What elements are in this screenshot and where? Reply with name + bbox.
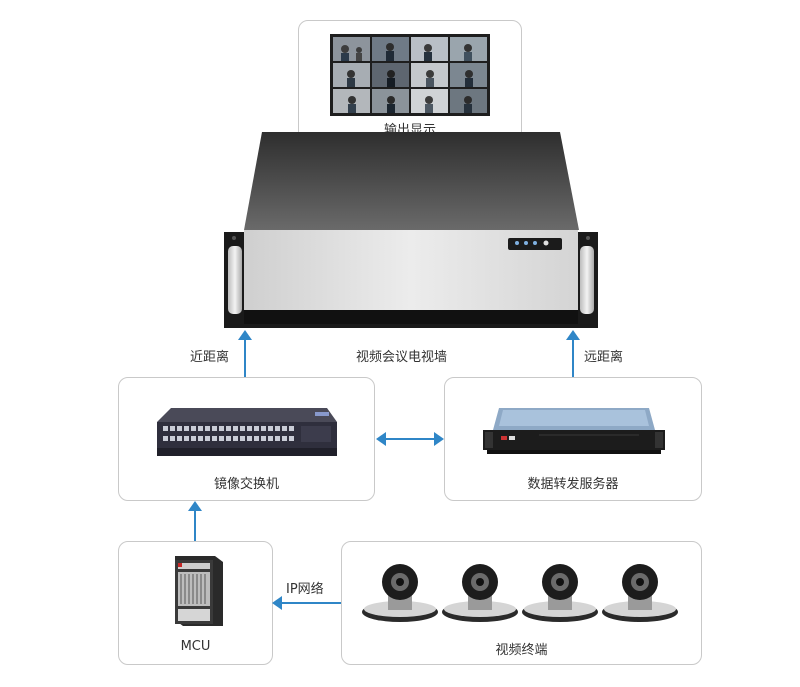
far-arrow-icon [566,330,580,340]
camera-icon-1 [362,564,438,622]
ip-network-link [280,602,342,604]
video-grid-screen [330,34,490,116]
up-arrow-icon [188,501,202,511]
far-distance-line [572,336,574,378]
forwarding-server-box: 数据转发服务器 [444,377,702,501]
mcu-switch-link [194,509,196,542]
near-distance-line [244,336,246,378]
network-switch-icon [155,406,339,458]
rack-server-icon [479,406,669,458]
near-arrow-icon [238,330,252,340]
mcu-device-icon [169,554,225,628]
mirror-switch-box: 镜像交换机 [118,377,375,501]
ip-arrow-icon [272,596,282,610]
camera-icon-4 [602,564,678,622]
left-arrow-icon [376,432,386,446]
right-arrow-icon [434,432,444,446]
ip-network-label: IP网络 [286,582,324,597]
forwarding-server-label: 数据转发服务器 [527,477,619,492]
video-terminals-label: 视频终端 [495,643,548,658]
far-distance-label: 远距离 [584,350,624,365]
video-wall-label: 视频会议电视墙 [356,350,448,365]
mcu-label: MCU [180,639,211,654]
output-display-box: 输出显示 [298,20,522,142]
ptz-cameras [360,560,690,624]
mcu-box: MCU [118,541,273,665]
camera-icon-2 [442,564,518,622]
video-wall-server-icon [222,130,600,330]
video-grid-thumbnails [333,37,487,113]
near-distance-label: 近距离 [190,350,230,365]
video-terminals-box: 视频终端 [341,541,702,665]
switch-server-link [384,438,436,440]
mirror-switch-label: 镜像交换机 [213,477,279,492]
camera-icon-3 [522,564,598,622]
